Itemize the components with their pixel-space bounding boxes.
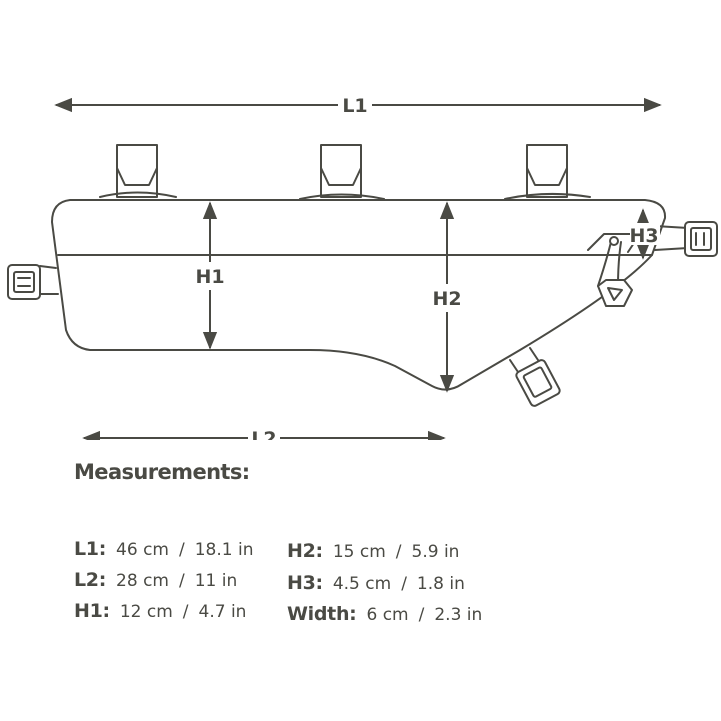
measurement-metric: 12 cm bbox=[119, 602, 173, 622]
measurement-h1: H1: 12 cm / 4.7 in bbox=[74, 600, 246, 622]
measurement-imperial: 11 in bbox=[194, 571, 238, 591]
separator: / bbox=[178, 540, 185, 560]
frame-bag-diagram: L1 L2 H1 H2 H3 bbox=[7, 95, 718, 440]
measurement-imperial: 1.8 in bbox=[416, 574, 465, 594]
bottom-buckle bbox=[509, 347, 561, 407]
measurement-l2: L2: 28 cm / 11 in bbox=[74, 569, 237, 591]
h2-label: H2 bbox=[432, 288, 461, 310]
measurement-metric: 28 cm bbox=[116, 571, 169, 591]
top-strap-right bbox=[504, 144, 591, 200]
left-buckle bbox=[7, 264, 59, 300]
measurement-width: Width: 6 cm / 2.3 in bbox=[287, 603, 482, 625]
measurement-h2: H2: 15 cm / 5.9 in bbox=[287, 540, 459, 562]
l1-label: L1 bbox=[342, 95, 367, 117]
h1-label: H1 bbox=[195, 266, 224, 288]
measurement-metric: 46 cm bbox=[116, 540, 169, 560]
bag-body bbox=[51, 199, 667, 391]
measurement-imperial: 5.9 in bbox=[411, 542, 460, 562]
zipper-pull bbox=[587, 233, 641, 307]
separator: / bbox=[418, 605, 425, 625]
separator: / bbox=[395, 542, 402, 562]
top-strap-middle bbox=[299, 144, 385, 200]
separator: / bbox=[401, 574, 407, 594]
measurement-key: H1: bbox=[74, 600, 110, 622]
measurement-key: H2: bbox=[287, 540, 323, 562]
measurement-key: L2: bbox=[74, 569, 107, 591]
measurement-imperial: 4.7 in bbox=[198, 602, 247, 622]
top-strap-left bbox=[99, 144, 177, 198]
measurement-imperial: 2.3 in bbox=[434, 605, 483, 625]
h3-label: H3 bbox=[629, 225, 658, 247]
measurement-key: L1: bbox=[74, 538, 107, 560]
measurement-imperial: 18.1 in bbox=[194, 540, 254, 560]
measurements-heading: Measurements: bbox=[74, 460, 250, 484]
measurement-key: H3: bbox=[287, 572, 323, 594]
l2-label: L2 bbox=[251, 428, 276, 440]
measurement-metric: 15 cm bbox=[332, 542, 386, 562]
separator: / bbox=[178, 571, 185, 591]
separator: / bbox=[182, 602, 189, 622]
measurement-metric: 6 cm bbox=[366, 605, 409, 625]
measurement-key: Width: bbox=[287, 603, 357, 625]
measurement-l1: L1: 46 cm / 18.1 in bbox=[74, 538, 253, 560]
right-buckle bbox=[654, 221, 718, 257]
measurement-metric: 4.5 cm bbox=[332, 574, 392, 594]
measurement-h3: H3: 4.5 cm / 1.8 in bbox=[287, 572, 465, 594]
